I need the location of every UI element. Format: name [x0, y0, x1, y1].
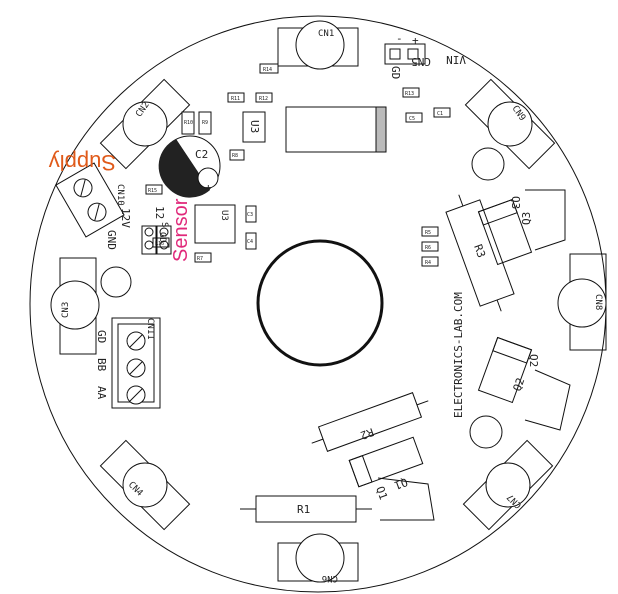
center-hole [256, 239, 384, 367]
cn11-bb-label: BB [95, 358, 108, 372]
transistor-q3: Q3 Q3 [477, 189, 566, 266]
connector-cn8: CN8 [557, 253, 607, 351]
r6-label: R6 [425, 245, 431, 251]
resistor-r2: R2 [311, 392, 429, 452]
smd-parts: R10 R9 R8 R14 R11 R12 R15 R16 R7 C3 C4 R… [145, 63, 451, 267]
transistor-q2: Q2 Q2 [477, 336, 571, 431]
resistor-r3: R3 [445, 194, 515, 312]
c2-plus-label: + [205, 181, 212, 194]
resistor-r1: R1 [240, 495, 372, 523]
q3b-label: Q3 [520, 212, 533, 225]
connector-cn11: CN11 GD BB AA [95, 317, 161, 409]
q1-label: Q1 [373, 485, 390, 502]
capacitor-c2: C2 + [158, 135, 221, 198]
r5-label: R5 [425, 230, 431, 236]
c5-label: C5 [409, 116, 415, 122]
r12-label: R12 [259, 96, 268, 102]
r14-label: R14 [263, 67, 272, 73]
connector-cn5: CN5 VIN GD - + [384, 32, 466, 79]
cn11-gd-label: GD [95, 330, 108, 343]
c3-label: C3 [247, 212, 253, 218]
r10-label: R10 [184, 120, 193, 126]
transistor-q1: Q1 Q1 [348, 436, 435, 521]
supply-annotation: Supply [49, 150, 116, 175]
sensor-annotation: Sensor [170, 198, 192, 262]
cn11-aa-label: AA [95, 386, 108, 400]
cn5-vin-label: VIN [446, 53, 466, 66]
r13-label: R13 [405, 91, 414, 97]
q2-label: Q2 [527, 354, 540, 367]
cn6-label: CN6 [322, 573, 338, 583]
mounting-pad-lower [469, 415, 503, 449]
cn3-label: CN3 [61, 302, 71, 318]
cn10-12v-label: 12V [119, 208, 132, 228]
cn5-minus-label: - [396, 32, 403, 45]
q3-label: Q3 [509, 196, 522, 209]
r3-label: R3 [471, 243, 488, 260]
r8-label: R8 [232, 153, 238, 159]
mounting-pad-right [471, 147, 505, 181]
r16-label: R16 [155, 241, 164, 247]
connector-cn10: CN10 12V GND [55, 162, 132, 250]
cn10-label: CN10 [115, 184, 125, 206]
connector-cn7: CN7 [462, 439, 554, 531]
u3-reg-label: U3 [219, 210, 229, 221]
r9-label: R9 [202, 120, 208, 126]
connector-cn9: CN9 [464, 78, 556, 170]
cn1-label: CN1 [318, 29, 334, 39]
cn12-gd-label: GD [157, 232, 167, 243]
cn5-label: CN5 [411, 55, 431, 68]
mounting-pad-left [100, 266, 132, 298]
q2b-label: Q2 [511, 376, 528, 393]
power-component [285, 106, 387, 153]
u3-top-label: U3 [248, 120, 261, 133]
c1-label: C1 [437, 111, 443, 117]
connector-cn2: CN2 [99, 78, 191, 170]
r11-label: R11 [231, 96, 240, 102]
c4-label: C4 [247, 239, 253, 245]
cn12-s-label: S [159, 222, 169, 227]
ic-u3-top: U3 [242, 111, 266, 143]
cn5-plus-label: + [412, 34, 419, 47]
q1b-label: Q1 [393, 475, 410, 492]
connector-cn1: CN1 [277, 20, 359, 70]
cn11-label: CN11 [145, 318, 155, 340]
connector-cn4: CN4 [99, 439, 191, 531]
connector-cn6: CN6 [277, 533, 359, 583]
r2-label: R2 [359, 425, 376, 442]
r15-label: R15 [148, 188, 157, 194]
cn8-label: CN8 [593, 294, 603, 310]
cn12-label: 12 [153, 206, 166, 219]
c2-label: C2 [195, 148, 208, 161]
cn5-gd-label: GD [389, 66, 402, 79]
r7-label: R7 [197, 256, 203, 262]
connector-cn3: CN3 [50, 257, 100, 355]
r1-label: R1 [297, 503, 310, 516]
r4-label: R4 [425, 260, 431, 266]
website-label: ELECTRONICS-LAB.COM [452, 292, 465, 418]
ic-u3-regulator: U3 [194, 204, 236, 244]
power-component-band [375, 106, 387, 153]
cn10-gnd-label: GND [105, 230, 118, 250]
